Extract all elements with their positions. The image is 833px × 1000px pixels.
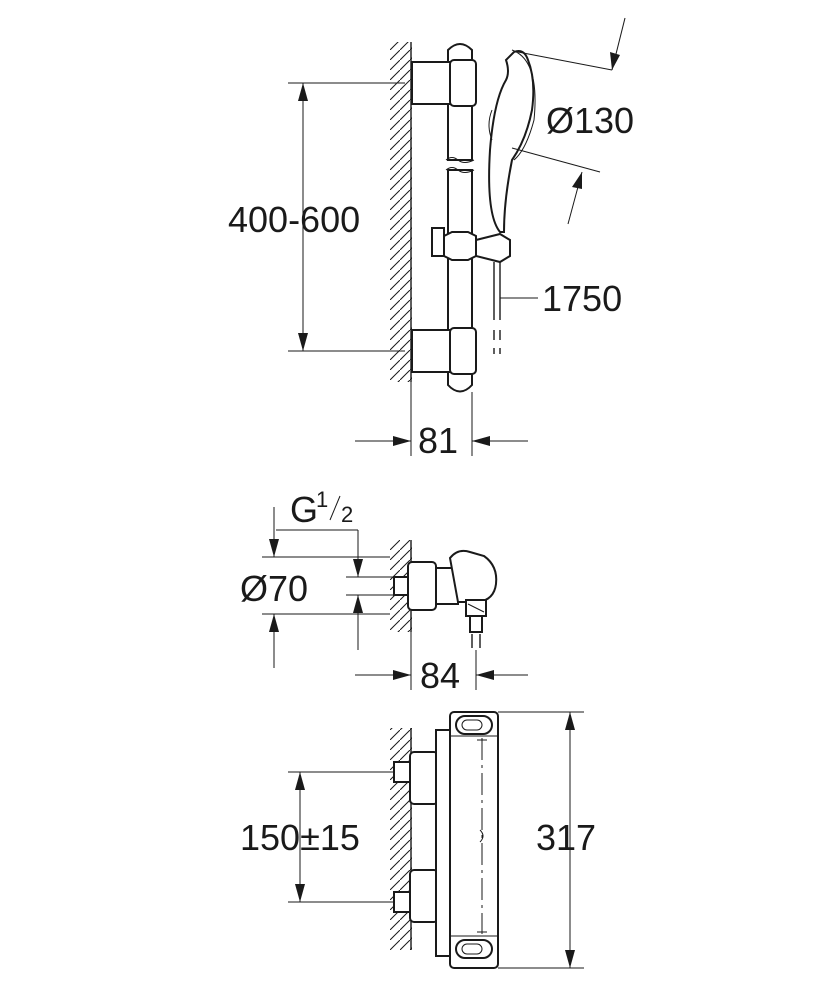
body-center-mark (479, 829, 484, 843)
top-handle-inner (461, 719, 483, 731)
thermostat-height-label: 317 (536, 817, 596, 858)
arrow-inlet-top (295, 772, 305, 790)
arrow-84-right (476, 670, 494, 680)
shower-rail-view: 400-600 Ø130 1750 81 (228, 17, 634, 461)
arrow-head-top (610, 52, 620, 70)
ext-line-head-bottom (511, 147, 601, 173)
lower-inlet-fitting (393, 891, 411, 913)
top-rail-clamp (449, 59, 477, 107)
thread-numerator-label: 1 (316, 487, 328, 512)
thermostat-projection-label: 84 (420, 655, 460, 696)
bottom-handle (455, 939, 493, 959)
arrow-81-right (472, 436, 490, 446)
thermostat-side-view: Ø70 G 1 2 84 (240, 487, 528, 696)
bottom-rail-clamp (449, 327, 477, 375)
rail-break-bottom (445, 167, 475, 173)
connection-diameter-label: Ø70 (240, 568, 308, 609)
arrow-down-bracket (298, 333, 308, 351)
thermostat-body-front (449, 711, 499, 969)
arrow-317-top (565, 712, 575, 730)
wall-hatch-top (390, 42, 412, 382)
outlet-nut-thread (467, 603, 485, 613)
slider-button (431, 227, 445, 257)
rail-break-top (445, 157, 475, 163)
top-handle (455, 715, 493, 735)
thermostat-knob (448, 549, 498, 603)
head-diameter-label: Ø130 (546, 100, 634, 141)
hose-length-label: 1750 (542, 278, 622, 319)
rail-projection-label: 81 (418, 420, 458, 461)
bracket-spacing-label: 400-600 (228, 199, 360, 240)
slider-holder (475, 232, 511, 264)
arrow-70-top (269, 539, 279, 557)
thermostat-body-side (407, 561, 437, 611)
shower-head-detail (488, 109, 493, 141)
bottom-handle-inner (461, 943, 483, 955)
upper-inlet-fitting (393, 761, 411, 783)
ext-line-head-top (517, 51, 613, 71)
hand-shower (488, 50, 535, 233)
thread-denominator-label: 2 (341, 502, 353, 527)
arrow-317-bottom (565, 950, 575, 968)
thermostat-back-plate (435, 729, 451, 957)
arrow-84-left (393, 670, 411, 680)
arrow-up-bracket (298, 83, 308, 101)
lower-inlet-body (409, 869, 439, 923)
outlet-pipe (469, 615, 483, 633)
arrow-inlet-bottom (295, 884, 305, 902)
slider-body (443, 231, 477, 261)
inlet-spacing-label: 150±15 (240, 817, 360, 858)
thermostat-front-view: 150±15 317 (240, 711, 596, 969)
upper-inlet-body (409, 751, 439, 805)
thread-prefix-label: G (290, 489, 318, 530)
bottom-wall-bracket (411, 329, 453, 373)
arrow-81-left (393, 436, 411, 446)
arrow-g-bottom (353, 595, 363, 613)
arrow-70-bottom (269, 614, 279, 632)
arrow-g-top (353, 559, 363, 577)
thread-fraction-slash (329, 495, 341, 521)
top-wall-bracket (411, 61, 453, 105)
arrow-head-bottom (572, 172, 582, 189)
inlet-fitting (393, 576, 409, 596)
